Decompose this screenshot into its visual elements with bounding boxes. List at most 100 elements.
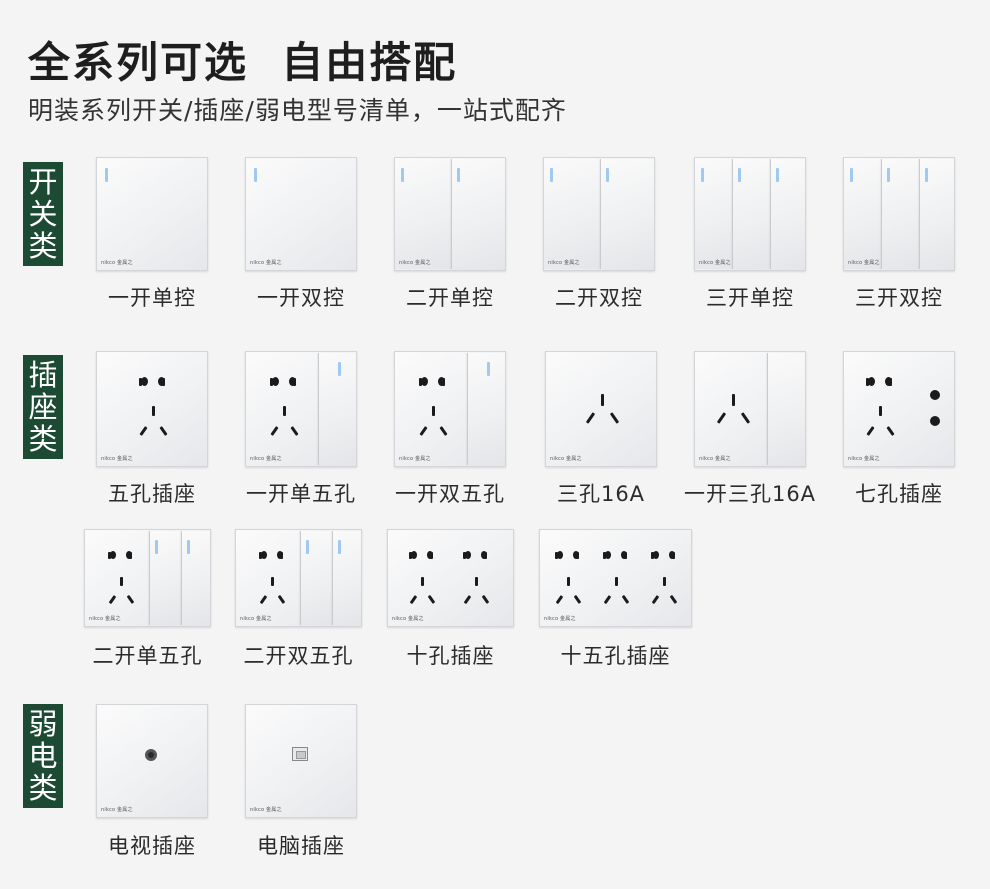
category-switch: 开 关 类 — [23, 162, 63, 266]
indicator-light — [338, 362, 341, 376]
socket-hole-round — [261, 551, 268, 560]
product-panel[interactable]: nikco 金属之 — [96, 157, 208, 271]
socket-hole — [866, 378, 869, 386]
socket-hole — [108, 595, 117, 605]
socket-hole — [555, 552, 559, 560]
product-label: 一开单五孔 — [246, 482, 356, 506]
category-char: 类 — [28, 229, 58, 263]
product-panel[interactable]: nikco 金属之 — [694, 351, 806, 467]
product-panel[interactable]: nikco 金属之 — [84, 529, 211, 627]
product-label: 三孔16A — [556, 482, 646, 506]
switch-rocker[interactable] — [600, 159, 654, 269]
product-panel[interactable]: nikco 金属之 — [394, 351, 506, 467]
socket-hole — [663, 577, 666, 587]
switch-rocker[interactable] — [544, 159, 600, 269]
switch-rocker[interactable] — [149, 531, 182, 625]
product-panel[interactable]: nikco 金属之 — [843, 351, 955, 467]
switch-rocker[interactable] — [767, 353, 805, 465]
product-panel[interactable]: nikco 金属之 — [245, 704, 357, 818]
product-panel[interactable]: nikco 金属之 — [245, 157, 357, 271]
socket-hole-round — [272, 377, 279, 386]
product-panel[interactable]: nikco 金属之 — [96, 351, 208, 467]
socket-hole-round — [465, 551, 472, 560]
socket-hole — [409, 595, 418, 605]
switch-rocker[interactable] — [180, 531, 210, 625]
product-panel[interactable]: nikco 金属之 — [543, 157, 655, 271]
brand-mark: nikco 金属之 — [848, 260, 880, 266]
indicator-light — [105, 168, 108, 182]
switch-rocker[interactable] — [331, 531, 361, 625]
switch-rocker[interactable] — [918, 159, 954, 269]
socket-hole-round — [141, 377, 148, 386]
indicator-light — [606, 168, 609, 182]
socket-hole — [427, 595, 436, 605]
switch-rocker[interactable] — [318, 353, 356, 465]
product-panel[interactable]: nikco 金属之 — [843, 157, 955, 271]
brand-mark: nikco 金属之 — [399, 260, 431, 266]
product-panel[interactable]: nikco 金属之 — [545, 351, 657, 467]
switch-rocker[interactable] — [451, 159, 505, 269]
socket-hole — [609, 412, 620, 424]
product-panel[interactable]: nikco 金属之 — [694, 157, 806, 271]
brand-mark: nikco 金属之 — [699, 456, 731, 462]
socket-hole-round — [480, 551, 487, 560]
socket-hole — [419, 426, 428, 436]
brand-mark: nikco 金属之 — [250, 456, 282, 462]
indicator-light — [457, 168, 460, 182]
socket-hole — [879, 406, 882, 416]
product-panel[interactable]: nikco 金属之 — [387, 529, 514, 627]
socket-hole — [651, 595, 660, 605]
brand-mark: nikco 金属之 — [392, 616, 424, 622]
socket-hole — [139, 378, 142, 386]
socket-hole — [120, 577, 123, 587]
product-panel[interactable]: nikco 金属之 — [394, 157, 506, 271]
product-panel[interactable]: nikco 金属之 — [96, 704, 208, 818]
switch-rocker[interactable] — [769, 159, 805, 269]
indicator-light — [775, 168, 779, 182]
socket-hole-round — [620, 551, 627, 560]
brand-mark: nikco 金属之 — [89, 616, 121, 622]
rj45-port-icon — [292, 747, 308, 761]
socket-hole-round — [885, 377, 892, 386]
switch-rocker[interactable] — [300, 531, 333, 625]
page-subtitle: 明装系列开关/插座/弱电型号清单，一站式配齐 — [28, 96, 567, 125]
product-panel[interactable]: nikco 金属之 — [539, 529, 692, 627]
indicator-light — [487, 362, 490, 376]
indicator-light — [254, 168, 257, 182]
product-label: 五孔插座 — [108, 482, 196, 506]
category-char: 类 — [28, 771, 58, 805]
socket-hole-round — [557, 551, 564, 560]
socket-hole — [669, 595, 678, 605]
product-label: 二开单五孔 — [92, 644, 203, 668]
socket-hole — [475, 577, 478, 587]
socket-hole — [555, 595, 564, 605]
socket-hole — [271, 577, 274, 587]
socket-hole — [651, 552, 655, 560]
switch-rocker[interactable] — [467, 353, 505, 465]
indicator-light — [738, 168, 742, 182]
socket-hole — [290, 426, 299, 436]
page-title: 全系列可选 自由搭配 — [28, 38, 458, 87]
product-label: 电视插座 — [108, 834, 196, 858]
brand-mark: nikco 金属之 — [250, 807, 282, 813]
category-char: 弱 — [28, 707, 58, 741]
socket-hole — [277, 595, 286, 605]
switch-rocker[interactable] — [395, 159, 451, 269]
category-char: 插 — [28, 358, 58, 392]
indicator-light — [550, 168, 553, 182]
product-panel[interactable]: nikco 金属之 — [245, 351, 357, 467]
indicator-light — [155, 540, 158, 554]
product-panel[interactable]: nikco 金属之 — [235, 529, 362, 627]
product-label: 二开双控 — [555, 286, 643, 310]
brand-mark: nikco 金属之 — [250, 260, 282, 266]
socket-hole — [463, 552, 467, 560]
socket-hole — [621, 595, 630, 605]
socket-hole-round — [868, 377, 875, 386]
indicator-light — [701, 168, 704, 182]
category-weak-current: 弱 电 类 — [23, 704, 63, 808]
socket-hole — [283, 406, 286, 416]
socket-hole-round — [668, 551, 675, 560]
socket-hole — [481, 595, 490, 605]
socket-hole — [732, 394, 735, 406]
socket-hole-round — [289, 377, 296, 386]
